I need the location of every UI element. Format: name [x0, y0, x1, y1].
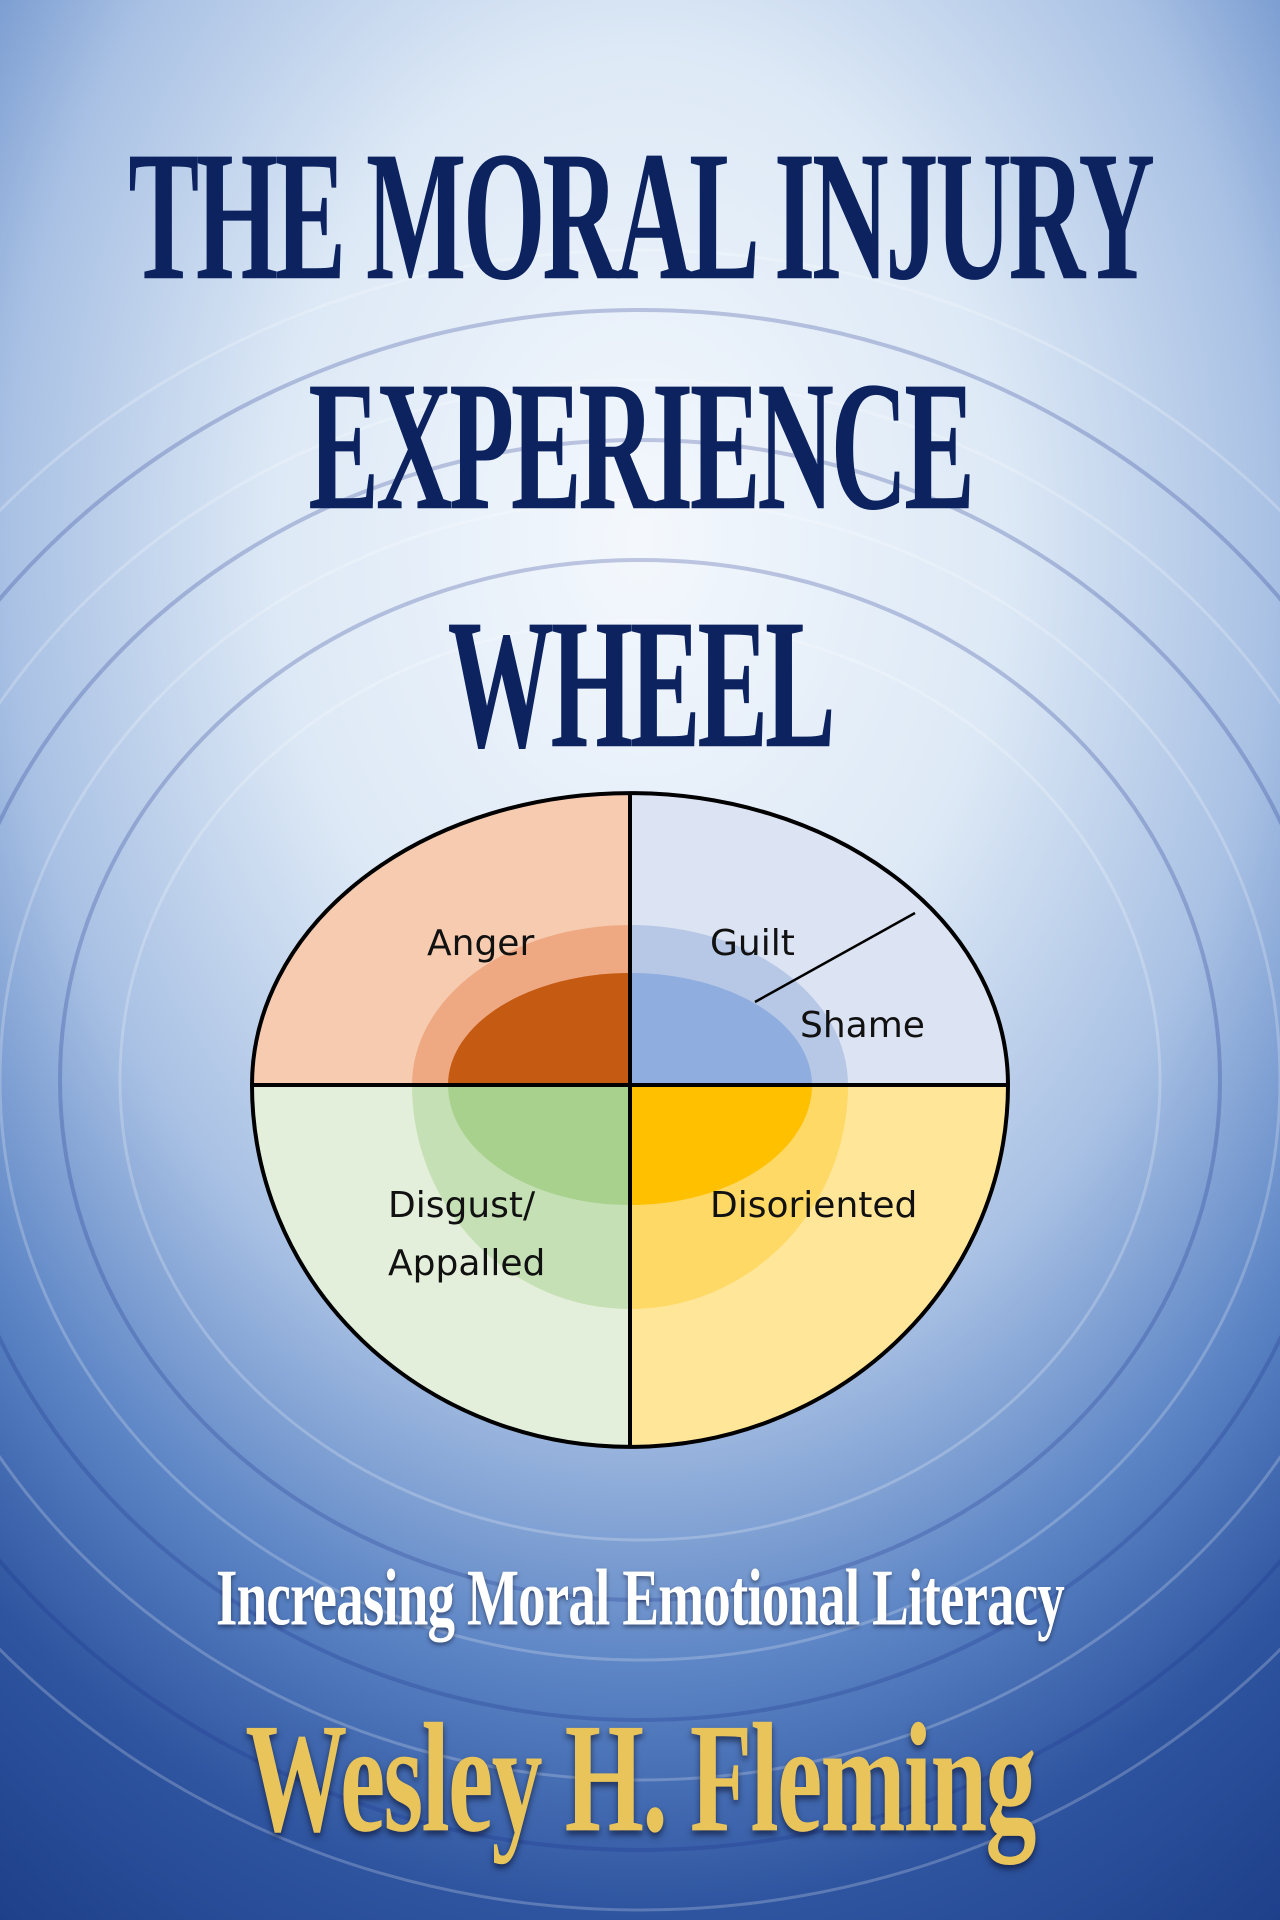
title-line-2: EXPERIENCE [308, 342, 975, 549]
title-line-1: THE MORAL INJURY [128, 112, 1155, 319]
disoriented-quadrant [630, 1085, 1008, 1447]
guilt-shame-divider [754, 911, 916, 1004]
title-line-3: WHEEL [447, 580, 836, 787]
label-guilt: Guilt [710, 923, 795, 964]
subtitle: Increasing Moral Emotional Literacy [216, 1553, 1065, 1642]
label-anger: Anger [427, 923, 534, 964]
disgust-inner-ring [448, 1085, 630, 1205]
label-shame: Shame [800, 1005, 925, 1046]
label-disgust-line2: Appalled [388, 1243, 545, 1284]
label-disgust-line1: Disgust/ [388, 1185, 536, 1226]
guilt-inner-ring [630, 973, 812, 1085]
disoriented-inner-ring [630, 1085, 812, 1205]
label-disoriented: Disoriented [710, 1185, 917, 1226]
moral-injury-wheel: Anger Guilt Shame Disgust/ Appalled Diso… [249, 791, 1011, 1449]
author-name: Wesley H. Fleming [245, 1692, 1036, 1866]
guilt-shame-quadrant [630, 793, 1008, 1085]
disgust-quadrant [252, 1085, 630, 1447]
anger-quadrant [252, 793, 630, 1085]
anger-inner-ring [448, 973, 630, 1085]
